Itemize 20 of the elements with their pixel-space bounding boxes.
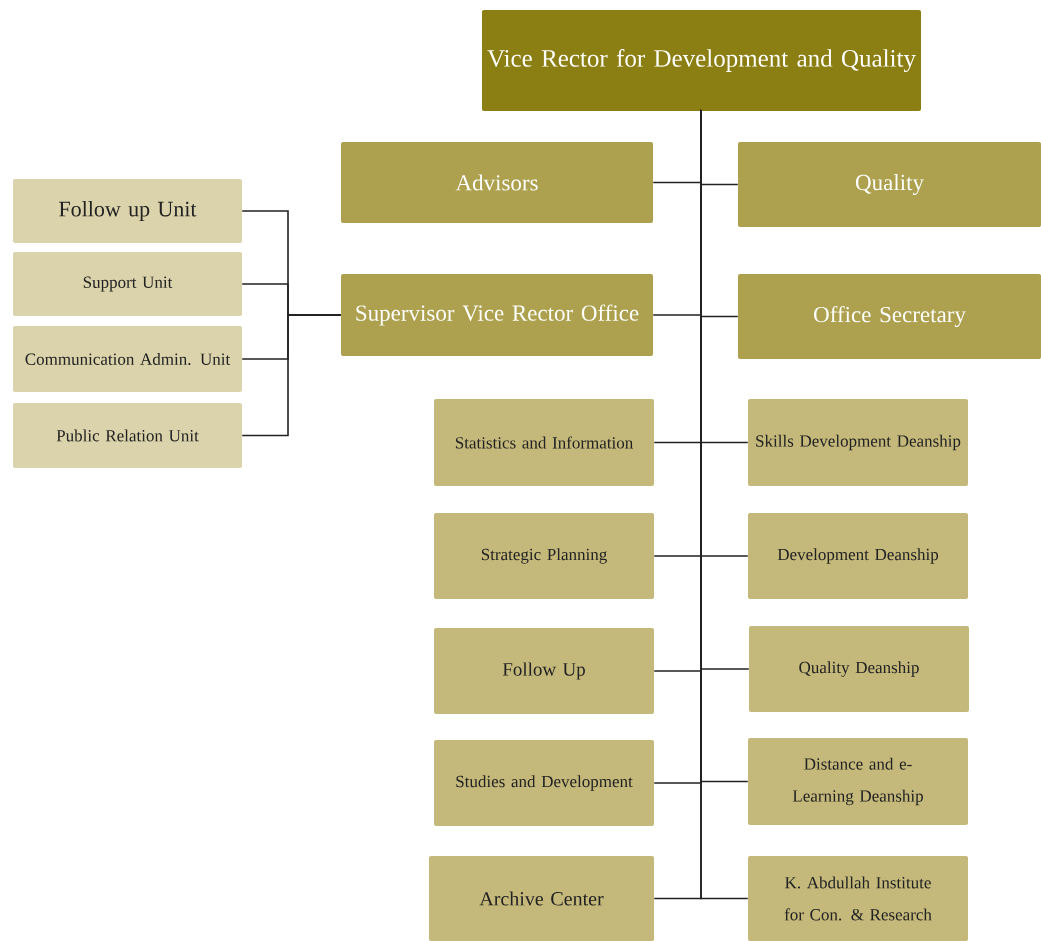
department-box: Office Secretary — [738, 274, 1041, 359]
unit-box: Support Unit — [13, 252, 242, 316]
department-box: Distance and e-Learning Deanship — [748, 738, 968, 825]
department-box: Development Deanship — [748, 513, 968, 599]
department-box: Skills Development Deanship — [748, 399, 968, 486]
department-box: Statistics and Information — [434, 399, 654, 486]
unit-box: Public Relation Unit — [13, 403, 242, 468]
connector-line — [241, 314, 342, 437]
department-box: Quality Deanship — [749, 626, 969, 712]
unit-box: Follow up Unit — [13, 179, 242, 243]
department-box: Quality — [738, 142, 1041, 227]
department-box: Archive Center — [429, 856, 654, 941]
department-box: K. Abdullah Institute for Con. & Research — [748, 856, 968, 941]
department-box: Studies and Development — [434, 740, 654, 826]
title-box: Vice Rector for Development and Quality — [482, 10, 921, 111]
department-box: Advisors — [341, 142, 653, 223]
department-box: Follow Up — [434, 628, 654, 714]
department-box: Supervisor Vice Rector Office — [341, 274, 653, 356]
department-box: Strategic Planning — [434, 513, 654, 599]
unit-box: Communication Admin. Unit — [13, 326, 242, 392]
